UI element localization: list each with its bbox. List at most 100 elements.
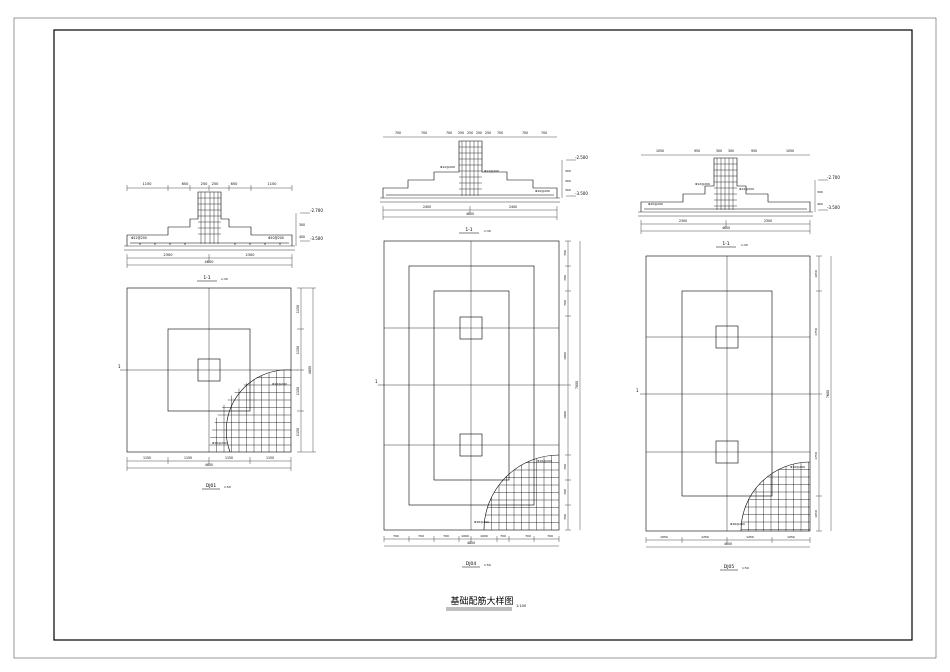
dim-total: 7600 <box>826 390 830 398</box>
dim-text: 700 <box>500 534 506 538</box>
elevation-top: -2.700 <box>310 208 323 213</box>
plan-scale: 1:50 <box>742 566 749 570</box>
dim-text: 700 <box>547 534 553 538</box>
dim-text: 2300 <box>246 253 255 257</box>
dim-text: 1150 <box>143 456 151 460</box>
dim-text: 250 <box>458 131 464 135</box>
dim-text: 1150 <box>184 456 192 460</box>
dim-text: 1150 <box>296 428 300 436</box>
dim-text: 700 <box>497 131 503 135</box>
elevation-bottom: -3.500 <box>575 191 588 196</box>
column-cage <box>198 192 221 244</box>
footing-plan-step-2 <box>433 290 510 481</box>
plan-rebar-quadrant <box>740 461 811 532</box>
dim-text: 1150 <box>268 182 277 186</box>
dim-text: 400 <box>817 202 823 206</box>
section-label: 1-1 <box>465 227 472 233</box>
dim-text: 300 <box>565 169 571 173</box>
dim-text: 700 <box>446 131 452 135</box>
dim-text: 250 <box>485 131 491 135</box>
plan-label: DJ05 <box>724 564 735 570</box>
dim-text: 300 <box>565 188 571 192</box>
dim-text: 1150 <box>296 387 300 395</box>
rebar-label: Φ12@200 <box>695 182 710 186</box>
outer-frame <box>13 17 937 659</box>
footing-section-outline <box>640 157 811 212</box>
section-top-dims-dj05: 1050 950 300 300 950 1050 <box>656 149 794 153</box>
plan-dj05: 1 Φ16@200 Φ16@200 1050 1750 1750 1050 76… <box>636 255 832 571</box>
cut-mark: 1 <box>375 379 378 384</box>
dim-text: 700 <box>563 514 567 520</box>
footing-plan-outer <box>645 255 811 532</box>
sheet-title-block: 基础配筋大样图 1:100 <box>446 595 526 611</box>
rebar-label: Φ16@200 <box>537 459 552 463</box>
plan-dj04: 1 Φ16@200 Φ16@200 7800 700 700 700 1800 … <box>375 240 581 568</box>
section-dj05: 1050 950 300 300 950 1050 <box>638 149 840 248</box>
dim-text: 2300 <box>679 219 687 223</box>
dim-text: 1050 <box>814 270 818 278</box>
dim-text: 1150 <box>225 456 233 460</box>
detail-dj04: 700 700 700 250 250 250 250 700 700 700 <box>375 131 588 568</box>
dim-text: 1250 <box>746 535 754 539</box>
rebar-label: Φ10@200 <box>535 189 550 193</box>
section-top-dims-dj04: 700 700 700 250 250 250 250 700 700 700 <box>395 131 547 135</box>
dim-text: 1150 <box>143 182 152 186</box>
dim-text: 250 <box>476 131 482 135</box>
detail-dj01: 1150 650 250 250 650 1150 <box>118 182 323 490</box>
rebar-label: Φ10@200 <box>648 202 663 206</box>
section-dj01: 1150 650 250 250 650 1150 <box>124 182 323 282</box>
dim-text: 700 <box>395 131 401 135</box>
dim-text: 700 <box>421 131 427 135</box>
dim-text: 700 <box>443 534 449 538</box>
dim-text: 1050 <box>660 535 668 539</box>
footing-section-outline <box>382 140 558 198</box>
dim-total: 4600 <box>205 463 213 467</box>
dim-text: 650 <box>182 182 189 186</box>
dim-text: 1250 <box>701 535 709 539</box>
elevation-top: -2.500 <box>575 155 588 160</box>
elevation-bottom: -3.500 <box>827 205 840 210</box>
dim-text: 2300 <box>164 253 173 257</box>
section-top-dim-ticks-dj01 <box>126 185 293 191</box>
section-label: 1-1 <box>203 275 210 281</box>
section-scale: 1:30 <box>221 277 228 281</box>
plan-right-dims-dj05: 1050 1750 1750 1050 <box>814 270 818 518</box>
rebar-dots <box>139 243 281 245</box>
rebar-label: Φ16@200 <box>212 441 227 445</box>
dim-total: 4800 <box>466 212 474 216</box>
dim-text: 2300 <box>764 219 772 223</box>
plan-bottom-dims-dj05: 1050 1250 1250 1050 <box>660 535 795 539</box>
rebar-label: Φ12@200 <box>440 165 455 169</box>
plan-rebar-quadrant <box>483 454 560 531</box>
dim-text: 2400 <box>509 205 517 209</box>
plan-scale: 1:50 <box>484 563 491 567</box>
dim-text: 250 <box>467 131 473 135</box>
dim-text: 1050 <box>786 149 794 153</box>
dim-text: 700 <box>522 131 528 135</box>
dim-text: 700 <box>563 300 567 306</box>
dim-total: 4800 <box>467 541 475 545</box>
plan-label: DJ04 <box>466 561 477 567</box>
section-dj04: 700 700 700 250 250 250 250 700 700 700 <box>380 131 588 234</box>
rebar-label: Φ10@200 <box>268 236 284 240</box>
detail-dj05: 1050 950 300 300 950 1050 <box>636 149 840 571</box>
elevation-bottom: -3.500 <box>310 236 323 241</box>
dim-text: 700 <box>563 464 567 470</box>
rebar-label: Φ16@200 <box>730 522 745 526</box>
dim-text: 650 <box>231 182 238 186</box>
section-label: 1-1 <box>722 241 729 247</box>
dim-text: 700 <box>541 131 547 135</box>
dim-text: 1150 <box>296 305 300 313</box>
dim-text: 1800 <box>563 411 567 419</box>
dim-text: 950 <box>694 149 700 153</box>
column-cage <box>714 158 737 210</box>
rebar-label: Φ12@200 <box>131 236 147 240</box>
sheet-title: 基础配筋大样图 <box>450 595 513 607</box>
rebar-label: Φ12@200 <box>739 187 754 191</box>
dim-text: 1750 <box>814 452 818 460</box>
dim-text: 700 <box>525 534 531 538</box>
dim-text: 1150 <box>266 456 274 460</box>
elevation-top: -2.700 <box>827 175 840 180</box>
dim-text: 1050 <box>656 149 664 153</box>
dim-text: 300 <box>716 149 722 153</box>
